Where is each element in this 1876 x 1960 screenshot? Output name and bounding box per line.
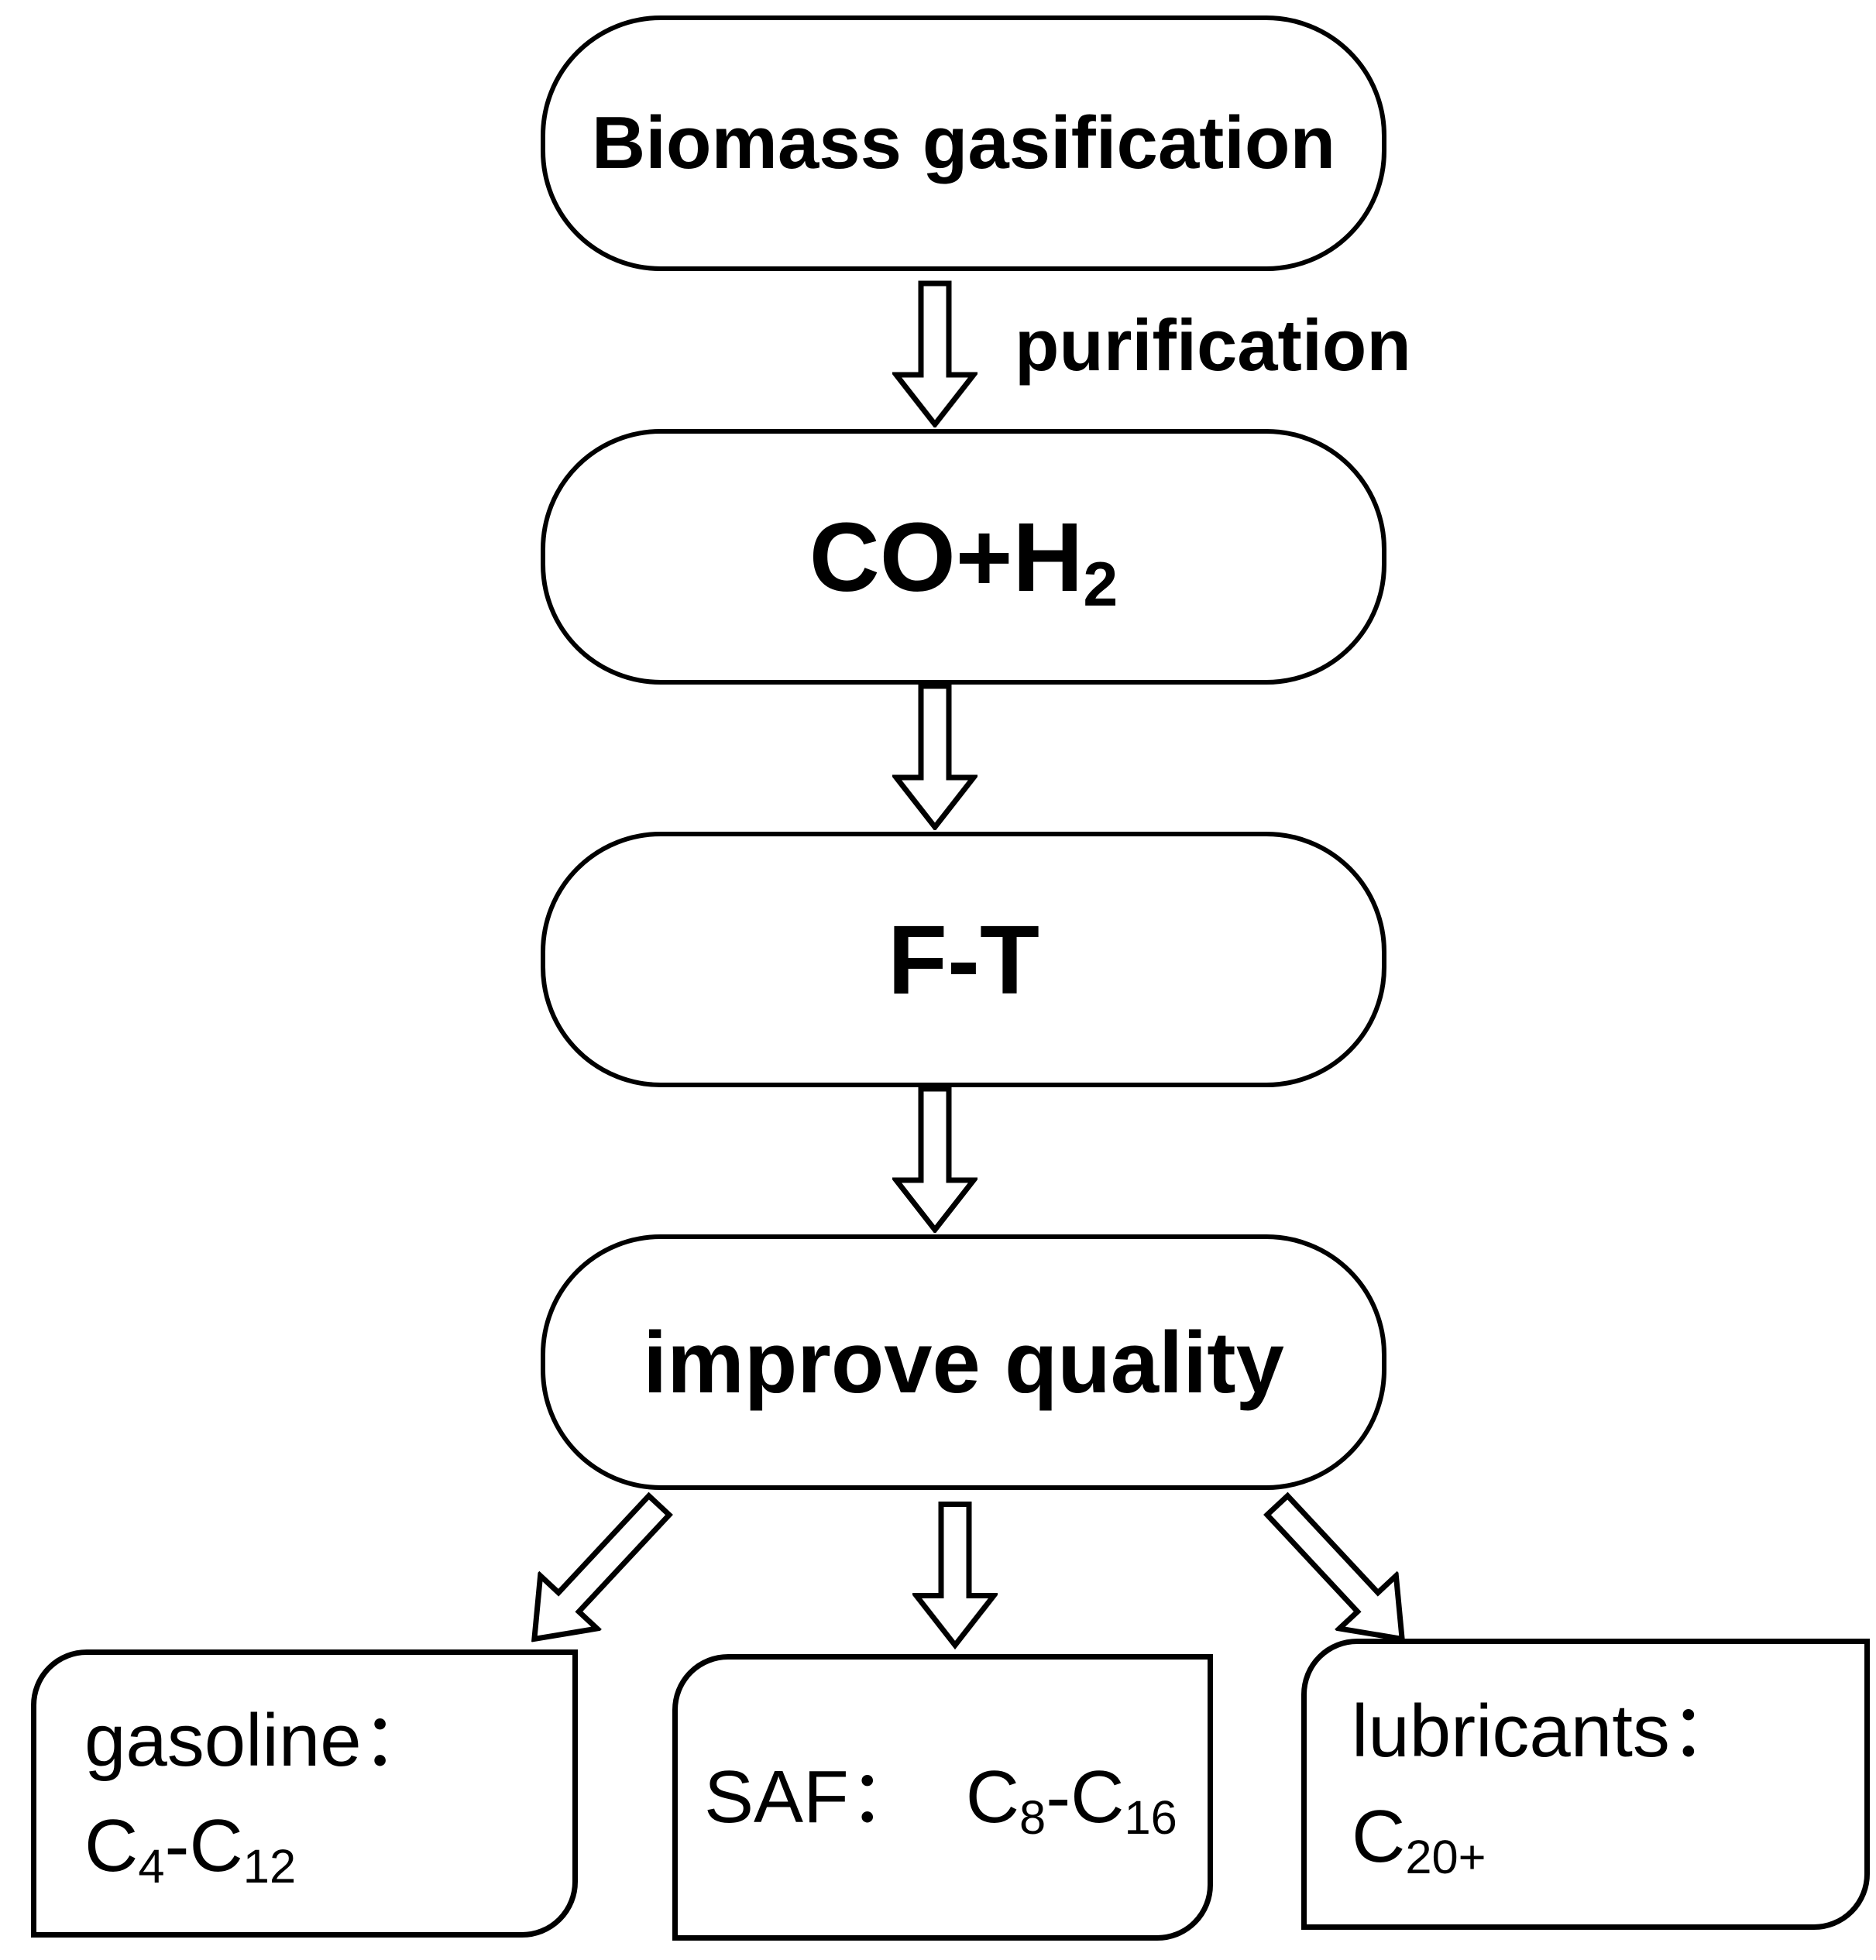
down-arrow-icon — [892, 280, 978, 427]
edge-label-purification: purification — [1015, 304, 1411, 386]
saf-line: SAF： C8-C16 — [704, 1745, 1208, 1850]
syngas-formula-base: CO+H — [809, 502, 1084, 612]
node-fischer-tropsch: F-T — [541, 832, 1386, 1087]
diagonal-down-left-arrow-icon — [531, 1491, 673, 1642]
formula-base: C — [1352, 1795, 1406, 1878]
gasoline-title: gasoline： — [84, 1698, 436, 1782]
formula-base: C — [965, 1755, 1020, 1838]
gasoline-formula: C4-C12 — [84, 1794, 572, 1899]
down-arrow-icon — [892, 1086, 978, 1233]
syngas-formula-subscript: 2 — [1083, 549, 1118, 620]
output-box-gasoline: gasoline： C4-C12 — [31, 1649, 578, 1938]
formula-base: C — [84, 1804, 139, 1887]
output-box-lubricants: lubricants： C20+ — [1301, 1639, 1870, 1930]
down-arrow-icon — [912, 1502, 998, 1650]
node-syngas-label: CO+H2 — [809, 501, 1118, 616]
node-ft-label: F-T — [888, 904, 1039, 1014]
node-improve-label: improve quality — [643, 1313, 1284, 1411]
output-box-saf: SAF： C8-C16 — [672, 1654, 1213, 1941]
saf-title: SAF： — [704, 1755, 923, 1838]
formula-subscript: 12 — [242, 1839, 297, 1893]
lubricants-title: lubricants： — [1352, 1689, 1744, 1773]
node-biomass-label: Biomass gasification — [591, 101, 1336, 184]
formula-subscript: 20+ — [1405, 1830, 1486, 1884]
node-improve-quality: improve quality — [541, 1234, 1386, 1490]
node-biomass-gasification: Biomass gasification — [541, 15, 1386, 271]
formula-subscript: 4 — [138, 1839, 165, 1893]
saf-formula: C8-C16 — [965, 1755, 1177, 1842]
down-arrow-icon — [892, 683, 978, 830]
formula-subscript: 8 — [1019, 1790, 1046, 1845]
formula-base: -C — [1046, 1755, 1125, 1838]
formula-subscript: 16 — [1124, 1790, 1177, 1845]
node-syngas: CO+H2 — [541, 429, 1386, 685]
formula-base: -C — [164, 1804, 243, 1887]
diagonal-down-right-arrow-icon — [1263, 1491, 1406, 1642]
lubricants-formula: C20+ — [1352, 1784, 1864, 1890]
